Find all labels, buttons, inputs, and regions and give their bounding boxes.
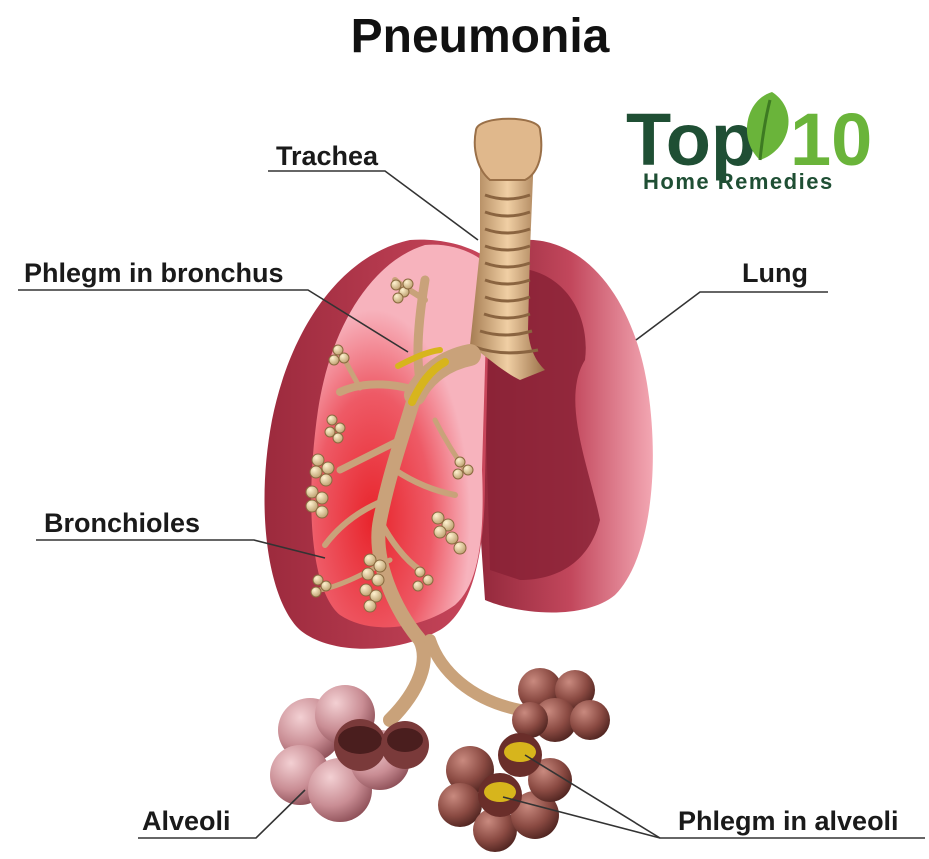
label-alveoli: Alveoli <box>142 806 231 836</box>
label-phlegm-in-bronchus: Phlegm in bronchus <box>24 258 284 288</box>
label-trachea: Trachea <box>276 141 379 171</box>
label-lung: Lung <box>742 258 808 288</box>
alveoli-sac-right-top <box>512 668 610 742</box>
page-title: Pneumonia <box>351 10 610 63</box>
top10-logo: Top 10 Home Remedies <box>626 92 872 194</box>
logo-subtitle: Home Remedies <box>643 169 834 194</box>
larynx <box>475 119 542 180</box>
alveoli-sac-right-bottom <box>438 733 572 852</box>
label-phlegm-in-alveoli: Phlegm in alveoli <box>678 806 899 836</box>
label-bronchioles: Bronchioles <box>44 508 200 538</box>
